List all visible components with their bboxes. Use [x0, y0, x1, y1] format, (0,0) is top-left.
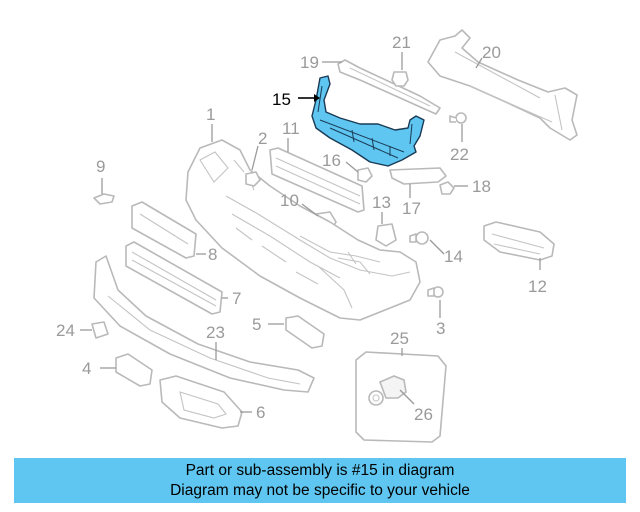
part-4-side-piece[interactable]	[115, 353, 153, 387]
callout-19: 19	[300, 53, 319, 72]
parts-diagram: 15 1 2 3 4 5 6 7 8 9 10 11 12 13 14 16 1…	[56, 29, 578, 443]
callout-26: 26	[414, 405, 433, 424]
part-11-grille-strip[interactable]	[269, 147, 365, 213]
part-17-bracket[interactable]	[389, 167, 447, 185]
callout-22: 22	[450, 145, 469, 164]
callout-2: 2	[258, 129, 267, 148]
part-8-plate-bracket[interactable]	[131, 201, 197, 259]
callout-16: 16	[322, 151, 341, 170]
callout-18: 18	[472, 177, 491, 196]
leader-lines	[80, 52, 541, 413]
part-12-fog-cover[interactable]	[483, 221, 555, 261]
part-18-clip[interactable]	[439, 181, 455, 195]
part-2-fastener[interactable]	[245, 171, 261, 187]
callout-14: 14	[444, 247, 463, 266]
part-13-bracket[interactable]	[375, 223, 397, 247]
callout-13: 13	[372, 193, 391, 212]
part-23-lower-spoiler[interactable]	[93, 255, 315, 393]
part-14-fastener[interactable]	[409, 231, 429, 245]
part-3-bolt[interactable]	[427, 286, 444, 298]
part-16-screw[interactable]	[357, 167, 373, 183]
callout-25: 25	[390, 329, 409, 348]
callout-numbers: 1 2 3 4 5 6 7 8 9 10 11 12 13 14 16 17 1…	[56, 33, 547, 424]
part-26-sensor[interactable]	[368, 375, 407, 406]
part-24-bracket[interactable]	[91, 321, 109, 339]
part-1-bumper-cover[interactable]	[185, 139, 421, 321]
part-7-lower-grille[interactable]	[125, 241, 223, 315]
callout-12: 12	[528, 277, 547, 296]
part-20-crossmember[interactable]	[427, 29, 578, 141]
callout-17: 17	[402, 199, 421, 218]
svg-text:15: 15	[272, 90, 291, 109]
part-25-sensor-box[interactable]	[355, 351, 447, 443]
part-22-bolt[interactable]	[449, 112, 467, 124]
callout-5: 5	[252, 315, 261, 334]
callout-23: 23	[206, 323, 225, 342]
callout-6: 6	[256, 403, 265, 422]
callout-7: 7	[232, 289, 241, 308]
callout-9: 9	[96, 157, 105, 176]
callout-21: 21	[392, 33, 411, 52]
caption-banner: Part or sub-assembly is #15 in diagram D…	[14, 458, 626, 503]
part-15-highlighted[interactable]	[311, 75, 425, 167]
callout-20: 20	[482, 43, 501, 62]
part-6-fog-grille[interactable]	[159, 375, 243, 429]
callout-4: 4	[82, 359, 91, 378]
part-19-upper-bracket[interactable]	[337, 59, 441, 115]
callout-1: 1	[206, 105, 215, 124]
caption-line-2: Diagram may not be specific to your vehi…	[170, 482, 470, 499]
part-21-nut[interactable]	[391, 71, 409, 87]
caption-line-1: Part or sub-assembly is #15 in diagram	[185, 462, 455, 479]
part-5-reflector[interactable]	[285, 315, 325, 349]
callout-15-highlighted[interactable]: 15	[272, 90, 320, 109]
part-9-bracket[interactable]	[93, 193, 115, 205]
callout-24: 24	[56, 321, 75, 340]
callout-3: 3	[436, 319, 445, 338]
callout-11: 11	[282, 119, 300, 138]
callout-8: 8	[208, 245, 217, 264]
callout-10: 10	[280, 191, 299, 210]
